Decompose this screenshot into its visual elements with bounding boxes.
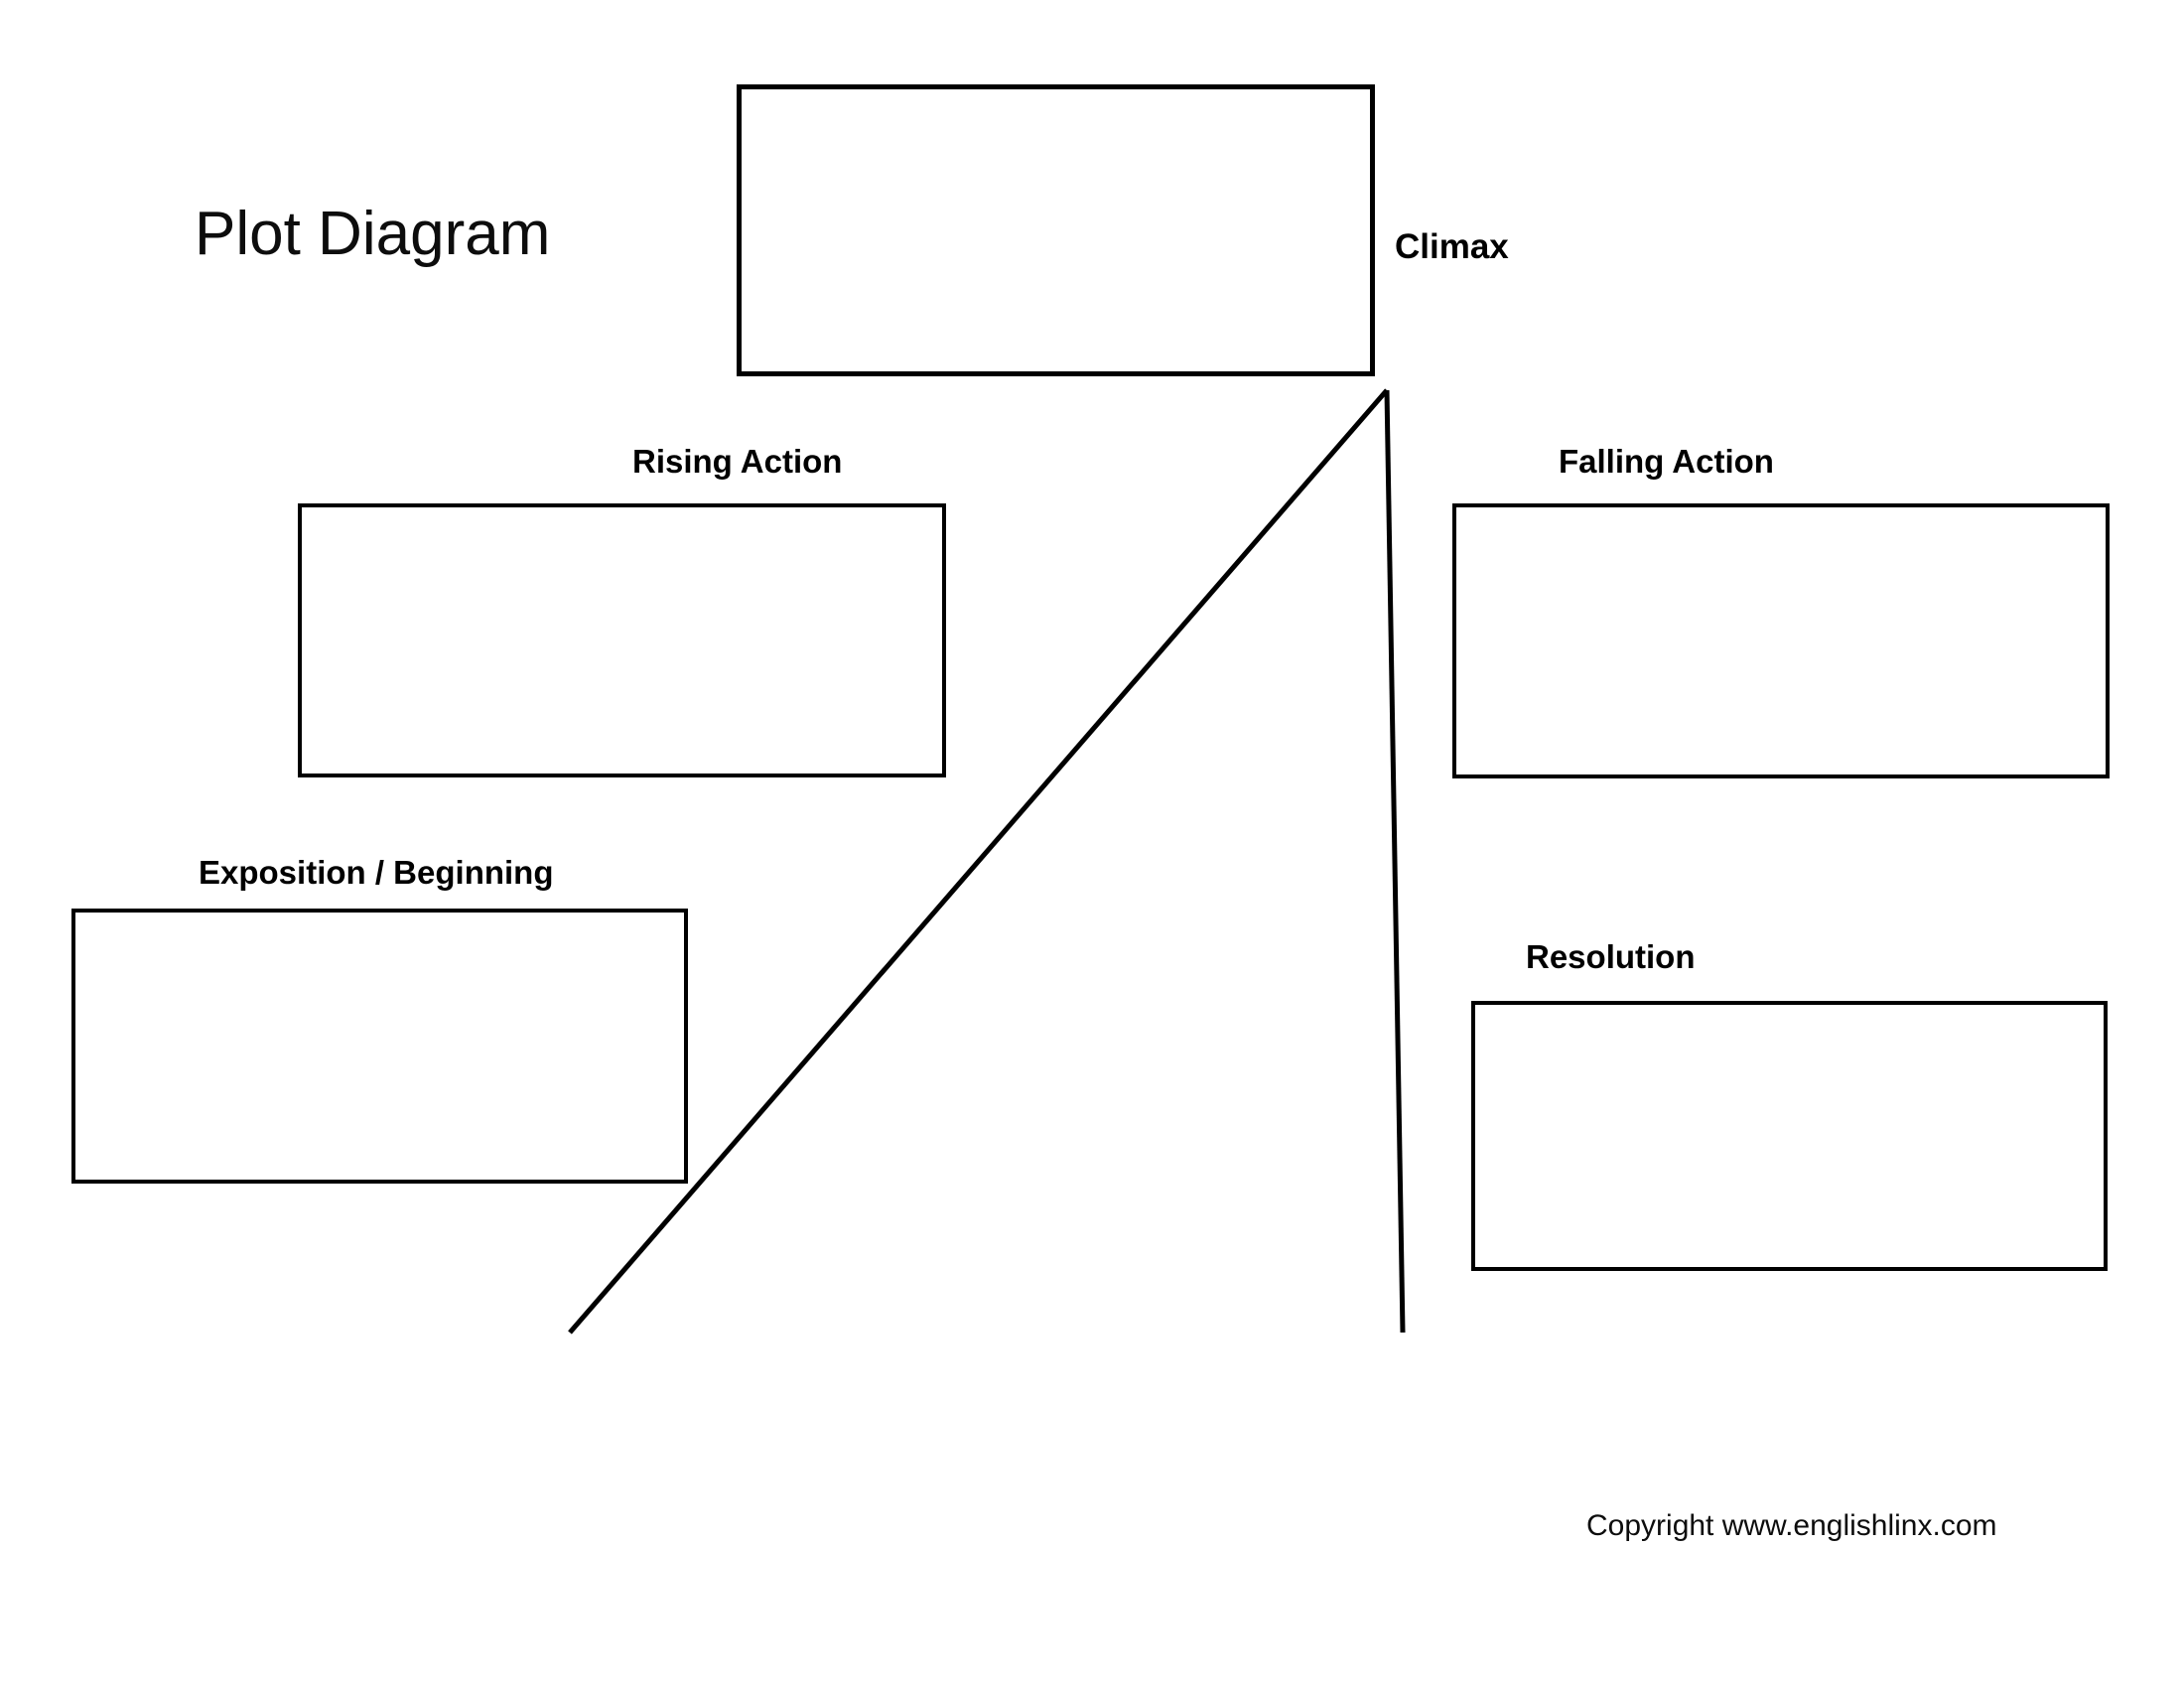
exposition-beginning-label: Exposition / Beginning (199, 854, 554, 891)
falling-action-answer-box (1452, 503, 2110, 778)
rising-action-answer-box (298, 503, 946, 777)
resolution-label: Resolution (1526, 938, 1696, 975)
resolution-answer-box (1471, 1001, 2108, 1271)
copyright-notice: Copyright www.englishlinx.com (1586, 1509, 1997, 1542)
falling-action-line (1384, 389, 1406, 1334)
climax-label: Climax (1395, 227, 1509, 266)
falling-action-label: Falling Action (1559, 443, 1774, 480)
climax-answer-box (737, 84, 1375, 376)
rising-action-label: Rising Action (632, 443, 843, 480)
page-title: Plot Diagram (195, 200, 551, 268)
exposition-answer-box (71, 909, 688, 1184)
